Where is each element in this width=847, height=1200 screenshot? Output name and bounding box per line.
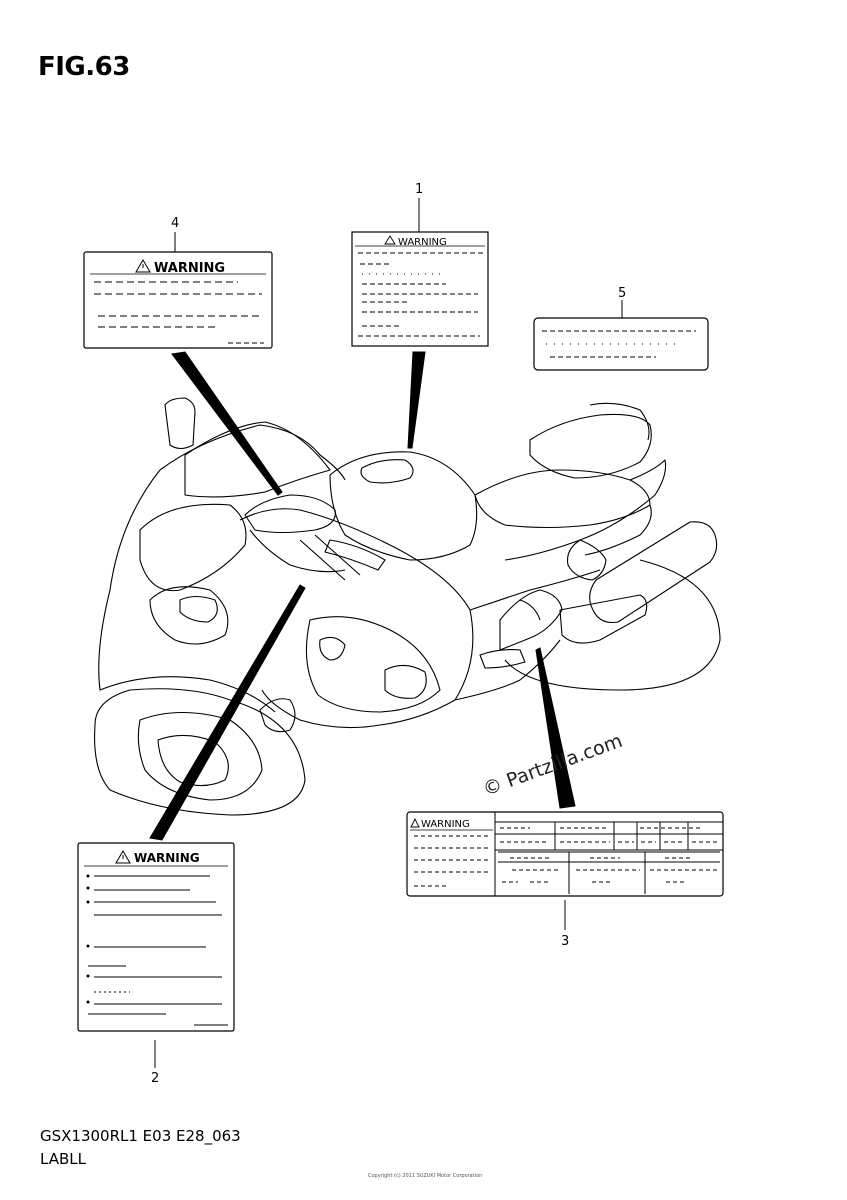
- group-name: LABLL: [40, 1150, 86, 1168]
- label-4-heading: WARNING: [154, 261, 225, 276]
- leader-wedge-3: [535, 647, 576, 809]
- callout-number: 3: [561, 934, 569, 949]
- callout-number: 1: [415, 182, 423, 197]
- leader-lines: [149, 198, 623, 1068]
- motorcycle-illustration: [94, 397, 721, 816]
- label-2: WARNING: [77, 842, 235, 1032]
- label-1-heading: WARNING: [398, 237, 447, 248]
- copyright-note: Copyright (c) 2011 SUZUKI Motor Corporat…: [368, 1173, 483, 1179]
- model-code: GSX1300RL1 E03 E28_063: [40, 1127, 241, 1145]
- label-3-heading: WARNING: [421, 819, 470, 830]
- label-1: WARNING: [351, 231, 489, 347]
- callout-number: 2: [151, 1071, 159, 1086]
- warning-triangle-icon: [384, 235, 396, 245]
- leader-wedge-2: [149, 584, 306, 841]
- warning-triangle-icon: [410, 817, 420, 828]
- warning-triangle-icon: [115, 850, 131, 864]
- callout-numbers: 1 2 3 4 5: [151, 182, 626, 1086]
- label-2-heading: WARNING: [134, 851, 200, 865]
- callout-number: 4: [171, 216, 179, 231]
- warning-triangle-icon: [135, 259, 151, 273]
- label-5: [533, 317, 709, 371]
- figure-title: FIG.63: [38, 52, 130, 82]
- leader-wedge-1: [407, 351, 426, 449]
- label-3: WARNING: [406, 811, 724, 897]
- leader-wedge-4: [171, 351, 283, 496]
- callout-number: 5: [618, 286, 626, 301]
- label-4: WARNING: [83, 251, 273, 349]
